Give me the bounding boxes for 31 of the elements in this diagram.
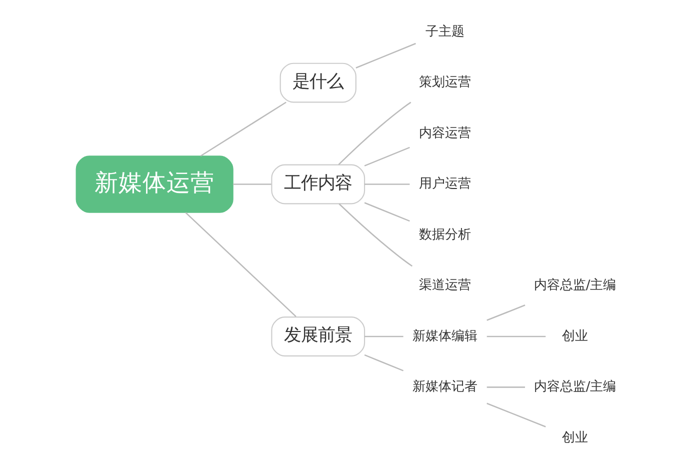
connector (364, 336, 403, 338)
node-text: 渠道运营 (418, 278, 470, 294)
connector (184, 212, 296, 318)
connector (486, 304, 525, 321)
node-text: 子主题 (424, 24, 464, 40)
node-box: 新媒体运营 (75, 156, 233, 213)
node-text: 内容总监/主编 (533, 278, 616, 294)
connector (338, 203, 412, 267)
connector (486, 386, 525, 388)
node-box: 发展前景 (270, 316, 365, 356)
connector (200, 102, 286, 157)
node-box: 工作内容 (270, 164, 365, 204)
connector (364, 202, 410, 222)
node-text: 内容运营 (418, 126, 470, 141)
connector (486, 336, 546, 338)
connector (355, 42, 416, 68)
connector (364, 354, 404, 372)
connector (486, 402, 546, 428)
node-text: 数据分析 (418, 227, 470, 242)
connector (364, 184, 410, 185)
connector (364, 146, 410, 166)
node-text: 策划运营 (418, 75, 470, 90)
node-box: 是什么 (279, 62, 356, 103)
node-text: 内容总监/主编 (533, 380, 616, 395)
node-text: 创业 (562, 328, 588, 344)
connector (338, 102, 411, 166)
node-text: 新媒体编辑 (412, 328, 477, 344)
node-text: 新媒体记者 (412, 380, 477, 395)
node-text: 用户运营 (418, 176, 470, 192)
node-text: 创业 (562, 430, 588, 446)
connector (232, 184, 271, 185)
